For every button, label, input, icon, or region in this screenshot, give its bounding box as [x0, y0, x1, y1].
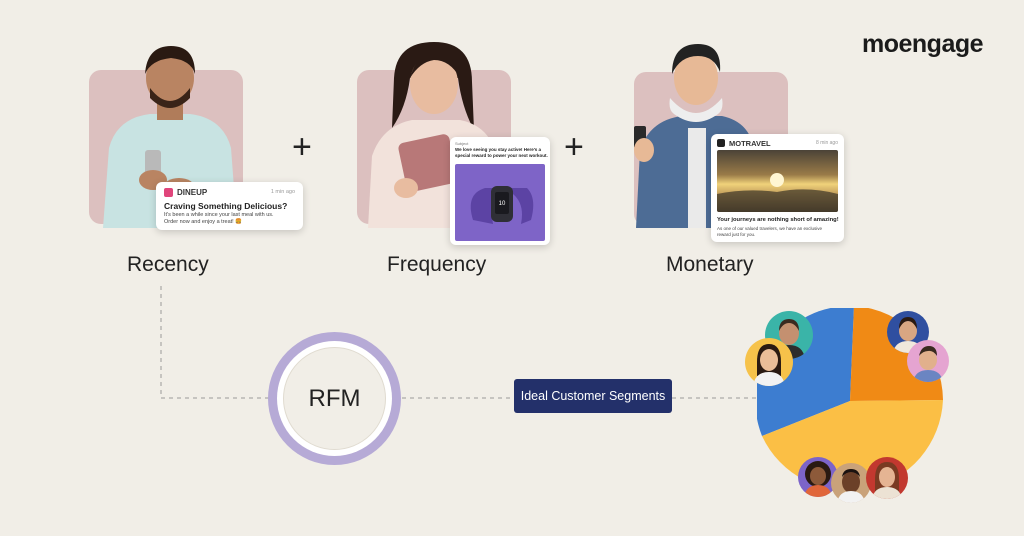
plus-operator-1: + [292, 128, 312, 166]
dineup-timestamp: 1 min ago [270, 189, 295, 195]
svg-text:10: 10 [499, 201, 506, 207]
rfm-label: RFM [308, 384, 361, 412]
fitness-notification-card: Subject We love seeing you stay active! … [450, 137, 550, 245]
fitness-band-image: 10 [455, 164, 545, 241]
motravel-timestamp: 8 min ago [816, 140, 838, 146]
frequency-label: Frequency [387, 253, 487, 276]
ideal-customer-segments-pill: Ideal Customer Segments [514, 379, 672, 413]
monetary-label: Monetary [666, 253, 754, 276]
dineup-title: Craving Something Delicious? [164, 201, 288, 211]
recency-label: Recency [127, 253, 209, 276]
motravel-body-line1: As one of our valued travelers, we have … [717, 226, 823, 231]
fitness-subject-label: Subject [455, 141, 469, 146]
dineup-notification-card: DINEUP 1 min ago Craving Something Delic… [156, 182, 303, 230]
motravel-brand-name: MOTRAVEL [729, 139, 771, 148]
fitness-title-line1: We love seeing you stay active! Here's a [455, 147, 542, 152]
motravel-body-line2: reward just for you. [717, 232, 756, 237]
avatar-man-smiling [831, 463, 871, 503]
moengage-logo: mоengage [862, 30, 984, 58]
motravel-app-icon [717, 139, 725, 147]
avatar-woman-red-hair [866, 457, 908, 499]
avatar-man-pink [907, 340, 949, 382]
avatar-woman-yellow [745, 338, 793, 386]
fitness-title-line2: special reward to power your next workou… [455, 153, 548, 158]
dineup-brand-name: DINEUP [177, 188, 208, 197]
avatar-woman-curly [798, 457, 838, 497]
dineup-body-line1: It's been a while since your last meal w… [164, 212, 274, 218]
plus-operator-2: + [564, 128, 584, 166]
motravel-title: Your journeys are nothing short of amazi… [717, 217, 839, 223]
motravel-notification-card: MOTRAVEL 8 min ago Your journeys are not… [711, 134, 844, 242]
motravel-sunset-image [717, 150, 838, 212]
rfm-core: RFM [283, 347, 386, 450]
dineup-body-line2: Order now and enjoy a treat! 🍔 [164, 219, 243, 225]
dineup-app-icon [164, 188, 173, 197]
